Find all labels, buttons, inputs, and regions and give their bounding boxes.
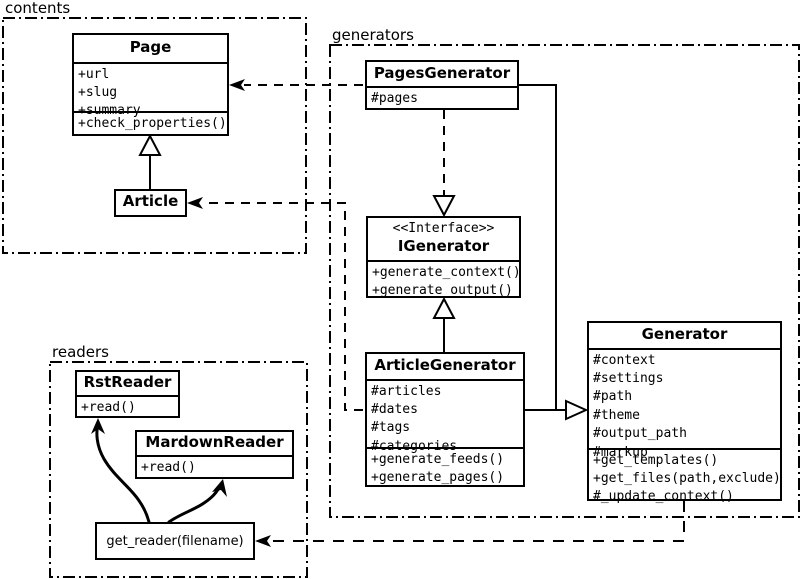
class-box-pages-generator[interactable]: PagesGenerator #pages	[365, 60, 519, 110]
relation-articlegenerator-realizes-igenerator	[432, 296, 456, 352]
attribute-row: #tags	[371, 420, 411, 436]
package-frame-generators	[329, 44, 800, 518]
operation-row: +generate_context()	[372, 264, 521, 280]
class-name-article: Article	[122, 192, 179, 210]
class-name-generator: Generator	[641, 325, 728, 343]
relation-pagesgenerator-uses-page	[229, 79, 363, 91]
class-box-rst-reader[interactable]: RstReader +read()	[75, 370, 180, 418]
class-box-igenerator[interactable]: <<Interface>> IGenerator +generate_conte…	[366, 216, 521, 298]
class-name-mardown-reader: MardownReader	[145, 433, 284, 451]
attribute-row: #context	[593, 352, 656, 368]
class-operations-article-generator: +generate_feeds() +generate_pages()	[367, 446, 523, 491]
attribute-row: #dates	[371, 401, 418, 417]
relation-get-reader-returns-rstreader	[91, 418, 151, 524]
attribute-row: #articles	[371, 383, 442, 399]
operation-row: +get_files(path,exclude)	[593, 470, 781, 486]
operation-row: #_update_context()	[593, 489, 734, 505]
attribute-row: #output_path	[593, 426, 687, 442]
class-stereotype-igenerator: <<Interface>>	[392, 221, 495, 236]
relation-articlegenerator-uses-article	[187, 197, 363, 411]
class-attributes-article-generator: #articles #dates #tags #categories	[367, 378, 523, 454]
class-attributes-generator: #context #settings #path #theme #output_…	[589, 347, 780, 460]
class-name-article-generator: ArticleGenerator	[374, 356, 516, 374]
function-box-get-reader[interactable]: get_reader(filename)	[95, 522, 255, 560]
attribute-row: #pages	[371, 90, 418, 106]
operation-row: +generate_output()	[372, 283, 513, 299]
attribute-row: +slug	[78, 84, 118, 100]
attribute-row: +summary	[78, 103, 141, 119]
class-operations-page: +check_properties()	[74, 110, 227, 136]
operation-row: +read()	[141, 459, 196, 475]
class-header-igenerator: <<Interface>> IGenerator	[368, 218, 519, 260]
attribute-row: #theme	[593, 407, 640, 423]
class-name-page: Page	[129, 38, 172, 56]
attribute-row: #markup	[593, 444, 648, 460]
class-operations-generator: +get_templates() +get_files(path,exclude…	[589, 447, 781, 510]
class-name-rst-reader: RstReader	[83, 373, 172, 391]
operation-row: +get_templates()	[593, 452, 719, 468]
operation-row: +generate_feeds()	[371, 451, 505, 467]
class-attributes-pages-generator: #pages	[367, 85, 517, 111]
attribute-row: #categories	[371, 438, 458, 454]
class-box-article[interactable]: Article	[114, 189, 187, 217]
package-frame-readers	[49, 361, 308, 578]
class-box-article-generator[interactable]: ArticleGenerator #articles #dates #tags …	[365, 352, 525, 487]
class-operations-igenerator: +generate_context() +generate_output()	[368, 259, 521, 304]
attribute-row: #path	[593, 389, 633, 405]
class-box-page[interactable]: Page +url +slug +summary +check_properti…	[72, 33, 229, 136]
package-label-generators: generators	[332, 26, 414, 44]
class-box-generator[interactable]: Generator #context #settings #path #them…	[587, 321, 782, 504]
relation-get-reader-returns-mardownreader	[167, 479, 227, 524]
relation-generator-uses-get-reader	[255, 501, 685, 547]
package-label-readers: readers	[52, 343, 109, 361]
attribute-row: +url	[78, 66, 110, 82]
class-operations-mardown-reader: +read()	[137, 454, 292, 480]
class-box-mardown-reader[interactable]: MardownReader +read()	[135, 430, 294, 479]
operation-row: +read()	[81, 399, 136, 415]
attribute-row: #settings	[593, 370, 664, 386]
class-operations-rst-reader: +read()	[77, 394, 178, 420]
relation-pagesgenerator-aggregates-generator	[519, 84, 589, 421]
class-attributes-page: +url +slug +summary	[74, 61, 227, 118]
relation-article-inherits-page	[138, 133, 162, 189]
package-frame-contents	[2, 17, 307, 254]
operation-row: +generate_pages()	[371, 469, 505, 485]
class-name-pages-generator: PagesGenerator	[373, 64, 511, 82]
relation-pagesgenerator-realizes-igenerator	[432, 110, 456, 218]
package-label-contents: contents	[5, 0, 71, 17]
operation-row: +check_properties()	[78, 115, 227, 131]
function-label-get-reader: get_reader(filename)	[106, 533, 244, 549]
class-name-igenerator: IGenerator	[397, 237, 490, 256]
